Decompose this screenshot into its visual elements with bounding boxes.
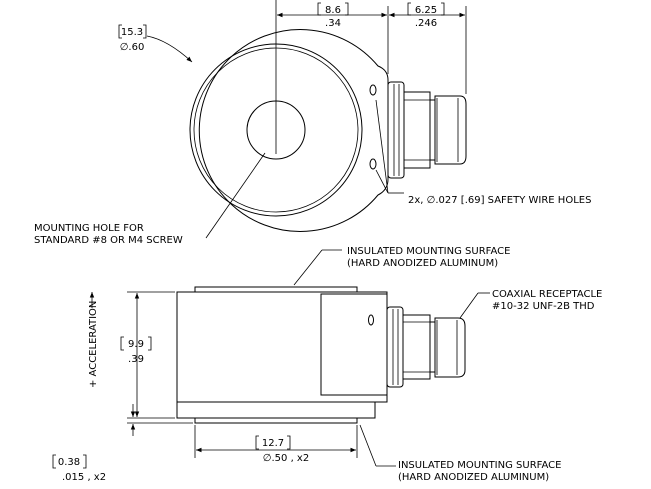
- side-safety-hole: [368, 314, 374, 326]
- receptacle-line1: COAXIAL RECEPTACLE: [492, 289, 602, 300]
- side-connector: [386, 306, 466, 388]
- dim-diameter-in: ∅.60: [120, 42, 145, 53]
- dim-offset-mm: 8.6: [325, 5, 341, 16]
- safety-wire-note: 2x, ∅.027 [.69] SAFETY WIRE HOLES: [408, 195, 591, 206]
- dim-width-in: ∅.50 , x2: [263, 453, 309, 464]
- top-surface-line2: (HARD ANODIZED ALUMINUM): [347, 258, 498, 269]
- side-top-layer: [194, 286, 358, 293]
- top-view: 8.6 .34 6.25 .246 15.3 ∅.60 2x, ∅.027 [.…: [34, 0, 591, 246]
- bottom-surface-line2: (HARD ANODIZED ALUMINUM): [398, 472, 549, 483]
- side-base-plate: [176, 401, 376, 419]
- mounting-hole-note-line2: STANDARD #8 OR M4 SCREW: [34, 235, 183, 246]
- dim-height-in: .39: [128, 354, 144, 365]
- side-bottom-layer: [194, 417, 358, 424]
- side-tab: [320, 293, 388, 396]
- safety-wire-hole-upper: [369, 84, 377, 96]
- dim-width-mm: 12.7: [262, 438, 284, 449]
- safety-wire-hole-lower: [369, 158, 377, 170]
- top-body-outline: [198, 29, 389, 232]
- acceleration-label: + ACCELERATION: [88, 301, 99, 388]
- dim-height-mm: 9.9: [128, 339, 144, 350]
- mounting-hole-note-line1: MOUNTING HOLE FOR: [34, 223, 144, 234]
- receptacle-line2: #10-32 UNF-2B THD: [492, 301, 595, 312]
- side-body: [176, 291, 388, 403]
- side-view: INSULATED MOUNTING SURFACE (HARD ANODIZE…: [52, 246, 602, 483]
- top-connector: [387, 81, 467, 179]
- dim-thickness-in: .015 , x2: [62, 472, 106, 483]
- dim-connector-in: .246: [415, 18, 437, 29]
- dim-diameter-mm: 15.3: [121, 27, 143, 38]
- dim-thickness-mm: 0.38: [58, 457, 80, 468]
- dim-offset-in: .34: [325, 18, 341, 29]
- top-surface-line1: INSULATED MOUNTING SURFACE: [347, 246, 510, 257]
- bottom-surface-line1: INSULATED MOUNTING SURFACE: [398, 460, 561, 471]
- dim-connector-mm: 6.25: [415, 5, 437, 16]
